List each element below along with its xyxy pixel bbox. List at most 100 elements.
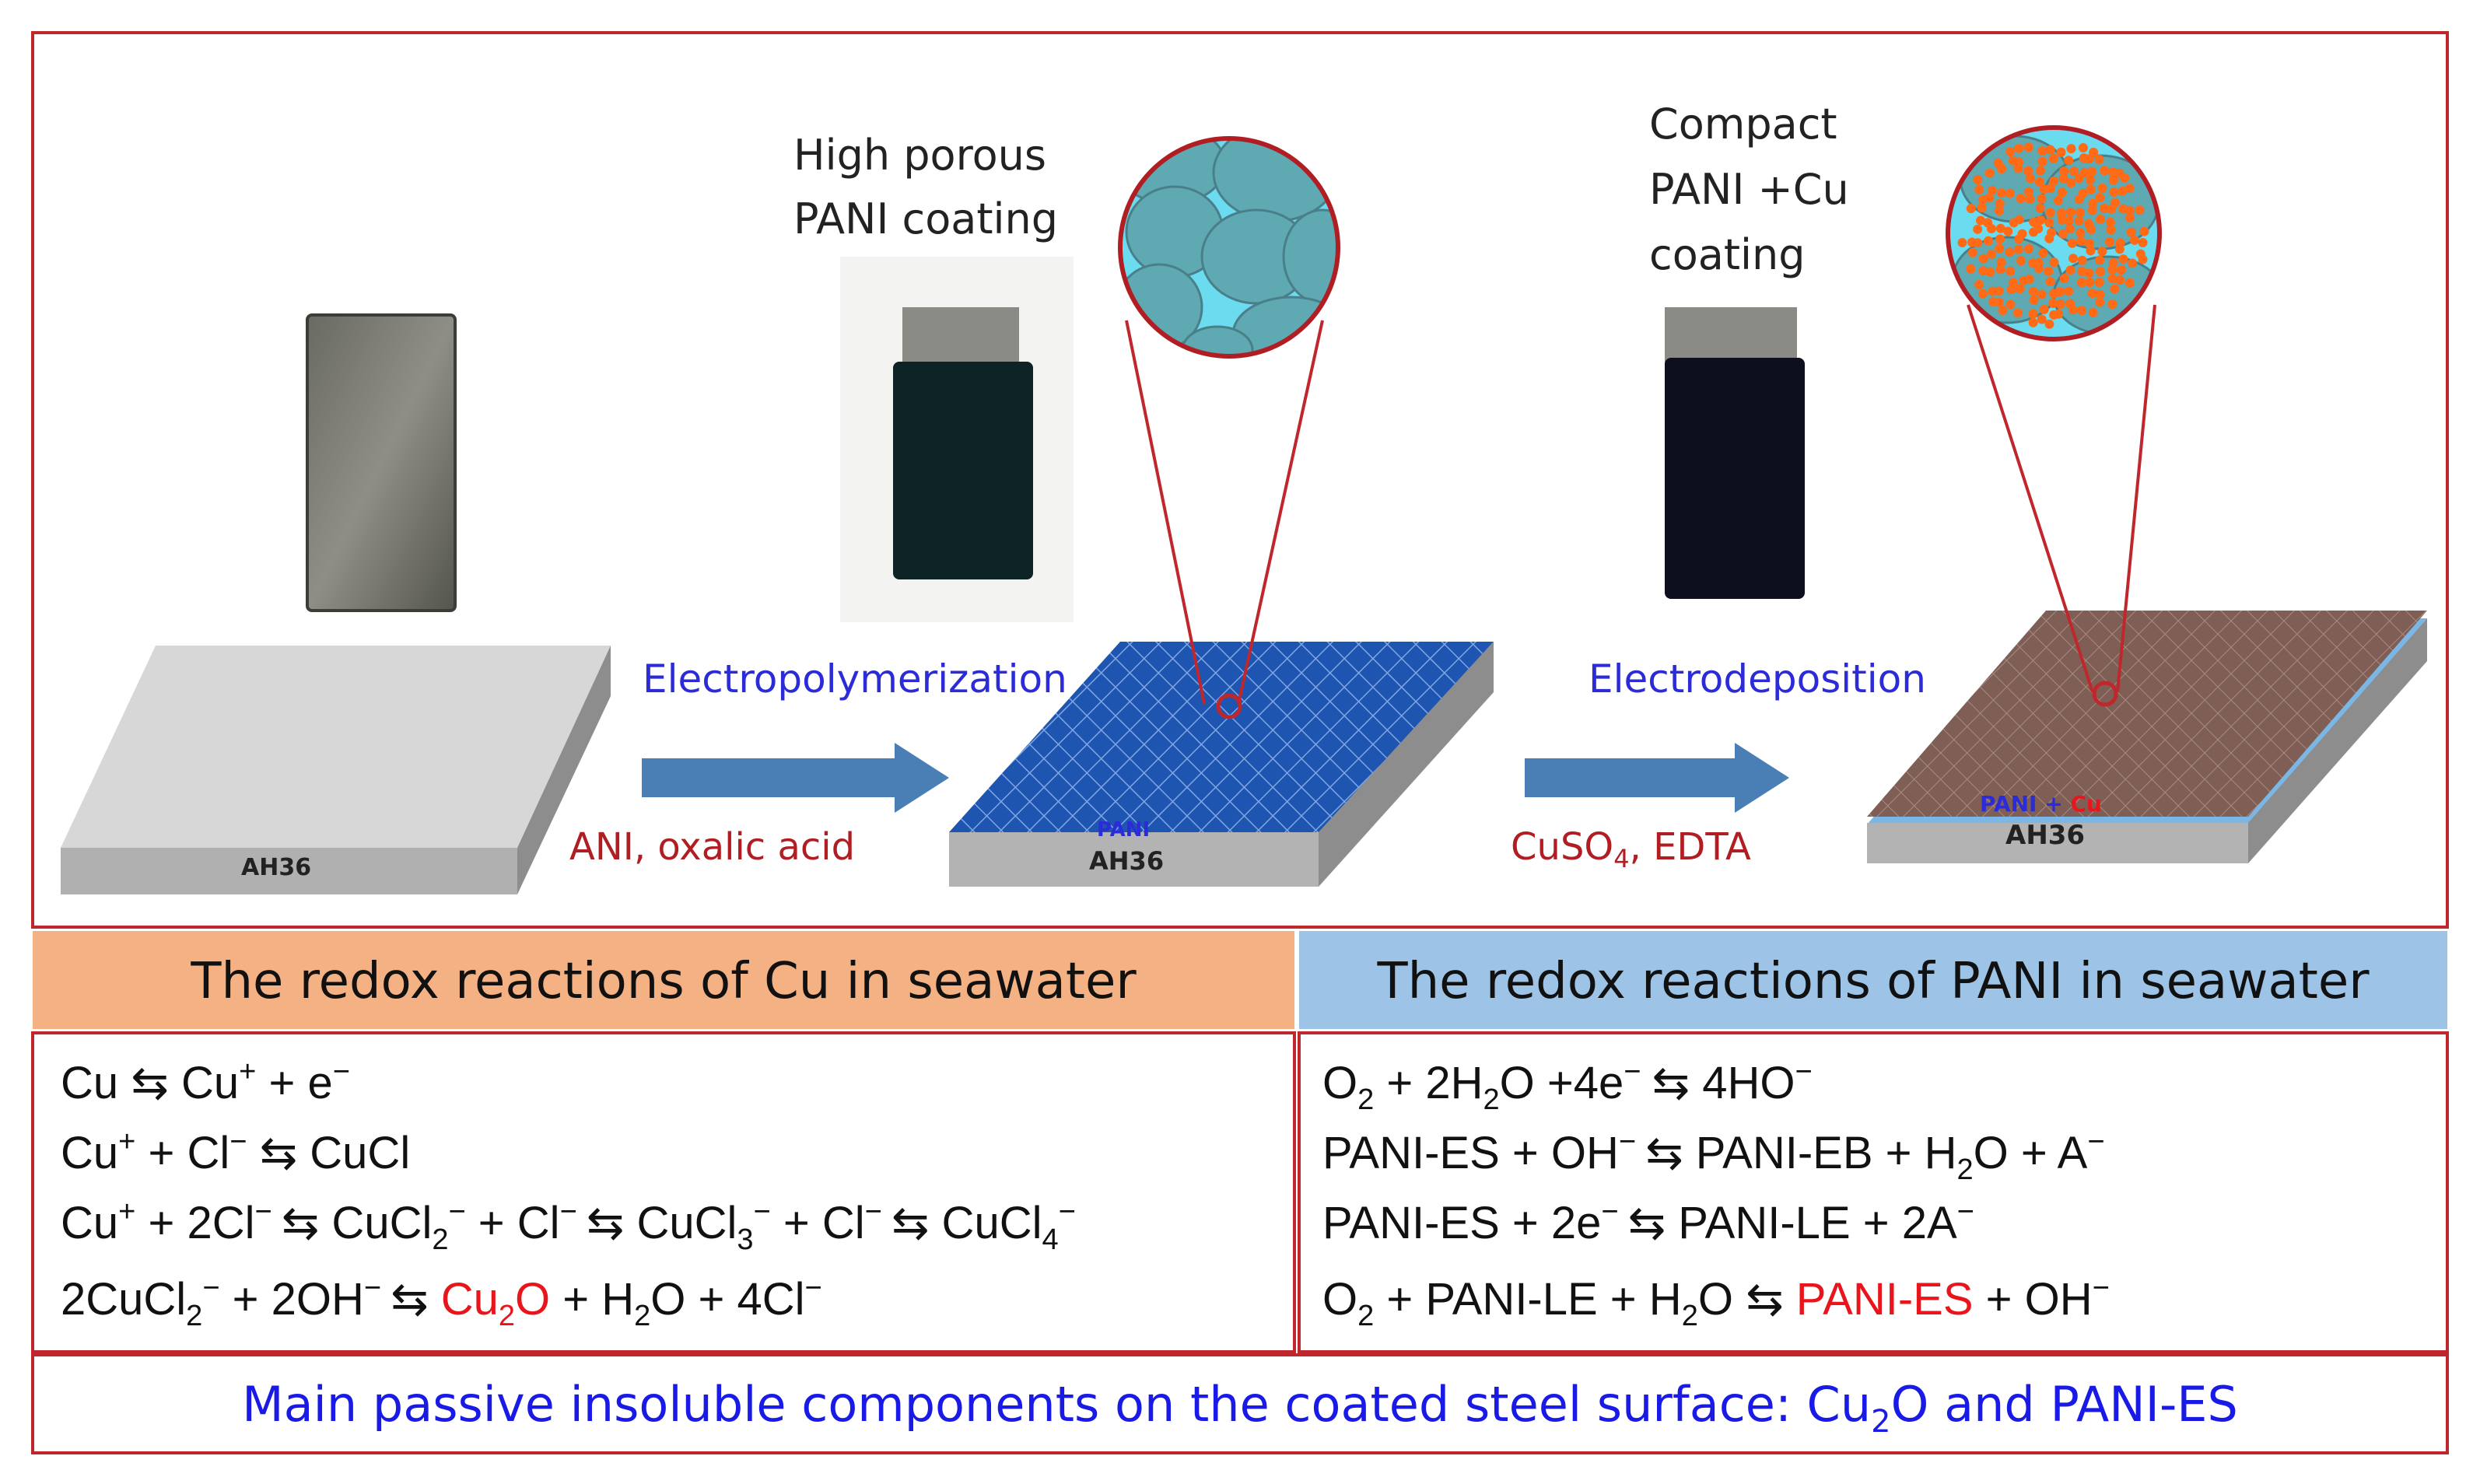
cu-particle	[2126, 227, 2136, 237]
cu-particle	[2118, 254, 2128, 264]
zoom-line-1b	[1237, 320, 1324, 705]
cu-particle	[2107, 299, 2117, 310]
cu-particle	[1995, 198, 2005, 208]
cu-particle	[2109, 187, 2119, 197]
cu-particle	[2045, 184, 2055, 194]
cu-particle	[2110, 284, 2120, 294]
cu-particle	[1995, 223, 2005, 233]
cu-particle	[2074, 216, 2084, 226]
cu-particle	[2033, 224, 2044, 234]
cu-particle	[2105, 217, 2115, 227]
cu-particle	[2107, 264, 2117, 275]
cu-particle	[2084, 154, 2094, 164]
cu-particle	[2039, 304, 2049, 314]
cu-particle	[1967, 247, 1977, 257]
cu-particle	[1985, 267, 1995, 277]
stage2-layer-label: PANI	[1097, 818, 1150, 842]
cu-particle	[1984, 168, 1995, 178]
zoom-circle-1-border	[1118, 136, 1340, 359]
cu-particle	[2095, 214, 2105, 224]
zoom-circle-2-border	[1946, 125, 2162, 341]
stage2-photo	[840, 257, 1074, 622]
cu-particle	[2013, 308, 2023, 318]
cu-particle	[1995, 297, 2005, 307]
pani-header: The redox reactions of PANI in seawater	[1376, 953, 2370, 1010]
cu-particle	[2108, 175, 2118, 185]
cu-particle	[2016, 194, 2026, 204]
cu-particle	[2095, 255, 2105, 265]
cu-particle	[2054, 195, 2064, 205]
cu-particle	[2028, 317, 2038, 327]
cu-particle	[2095, 297, 2105, 307]
cu-particle	[2059, 166, 2069, 177]
cu-particle	[2038, 248, 2048, 258]
cu-particle	[1977, 203, 1987, 213]
pani-reaction-3: PANI-ES + 2e−⇆ PANI-LE + 2A−	[1322, 1195, 1974, 1249]
cu-particle	[2077, 255, 2087, 265]
cu-particle	[2074, 194, 2084, 205]
cu-particle	[2005, 266, 2016, 276]
cu-reaction-4: 2CuCl2− + 2OH−⇆Cu2O + H2O + 4Cl−	[61, 1272, 822, 1332]
cu-particle	[2078, 143, 2088, 153]
zoom-line-2a	[1967, 304, 2094, 693]
cu-particle	[1974, 279, 1984, 289]
cu-particle	[2106, 225, 2116, 235]
cu-particle	[2029, 217, 2039, 227]
cu-particle	[2128, 258, 2138, 268]
cu-particle	[2067, 238, 2077, 248]
cu-particle	[2048, 153, 2058, 163]
cu-particle	[1995, 234, 2005, 244]
cu-particle	[2037, 314, 2047, 324]
cu-particle	[2075, 228, 2086, 238]
cu-particle	[2005, 299, 2016, 310]
cu-particle	[2044, 266, 2054, 276]
cu-particle	[2014, 143, 2024, 153]
cu-reactions-box	[31, 1031, 1296, 1353]
cu-particle	[2074, 173, 2084, 184]
cu-particle	[2054, 287, 2065, 297]
cu-particle	[2095, 289, 2105, 299]
cu-particle	[2097, 183, 2107, 193]
stage2-caption-line2: PANI coating	[793, 194, 1058, 243]
cu-particle	[2049, 257, 2059, 268]
cu-particle	[2076, 236, 2086, 247]
cu-particle	[2085, 239, 2095, 249]
stage2-step-label: Electropolymerization	[643, 656, 1067, 702]
cu-particle	[2005, 247, 2015, 257]
cu-particle	[2024, 187, 2034, 197]
cu-particle	[2068, 254, 2079, 264]
pani-reaction-1: O2 + 2H2O +4e−⇆ 4HO−	[1322, 1055, 1813, 1116]
cu-particle	[2023, 142, 2033, 152]
cu-particle	[1975, 215, 1985, 226]
footer-text: Main passive insoluble components on the…	[242, 1376, 2238, 1440]
cu-particle	[2086, 184, 2096, 194]
cu-particle	[2138, 238, 2148, 248]
cu-particle	[2057, 187, 2067, 198]
cu-particle	[1983, 236, 1993, 246]
cu-particle	[2016, 256, 2026, 266]
cu-particle	[1966, 204, 1976, 214]
zoom-marker-2	[2092, 681, 2118, 707]
cu-particle	[2095, 267, 2105, 277]
cu-particle	[2066, 178, 2076, 188]
cu-particle	[2037, 289, 2047, 299]
cu-particle	[1978, 266, 1988, 276]
cu-reaction-1: Cu ⇆ Cu+ + e−	[61, 1055, 350, 1109]
cu-particle	[2125, 213, 2135, 223]
cu-particle	[1978, 254, 1988, 264]
cu-particle	[2036, 166, 2046, 176]
cu-particle	[2099, 203, 2109, 213]
process-arrow-2	[1525, 743, 1789, 813]
stage3-photo	[1665, 307, 1805, 599]
stage3-caption-line1: Compact	[1649, 100, 1837, 149]
cu-particle	[2095, 193, 2105, 203]
pani-reaction-4: O2 + PANI-LE + H2O ⇆ PANI-ES + OH−	[1322, 1272, 2110, 1332]
cu-particle	[2056, 147, 2066, 157]
cu-particle	[2120, 173, 2130, 183]
cu-particle	[2035, 203, 2045, 213]
cu-particle	[2057, 215, 2067, 225]
cu-particle	[1957, 238, 1967, 248]
stage3-caption-line3: coating	[1649, 230, 1806, 279]
cu-particle	[2037, 146, 2047, 156]
